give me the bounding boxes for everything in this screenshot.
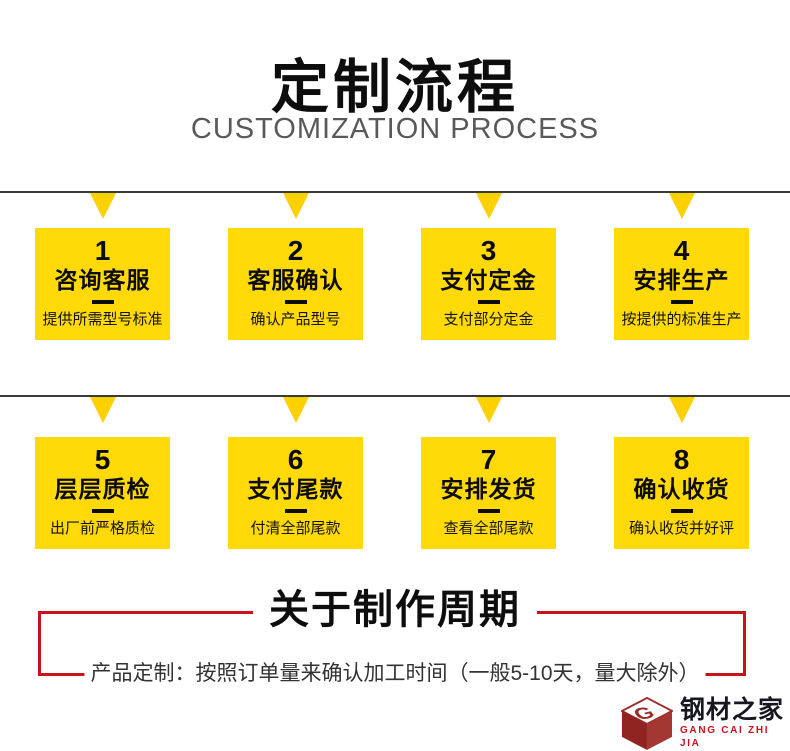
step-title: 支付定金	[440, 267, 537, 293]
step-box-7: 7 安排发货 查看全部尾款	[421, 437, 556, 549]
step-title: 安排发货	[440, 476, 537, 502]
step-box-4: 4 安排生产 按提供的标准生产	[614, 228, 749, 340]
arrow-down-icon	[476, 193, 502, 219]
arrow-down-icon	[669, 193, 695, 219]
step-desc: 提供所需型号标准	[42, 311, 163, 328]
divider-line-row1	[0, 191, 790, 193]
step-title: 安排生产	[633, 267, 730, 293]
step-box-3: 3 支付定金 支付部分定金	[421, 228, 556, 340]
brand-name-pinyin: GANG CAI ZHI JIA	[679, 724, 770, 749]
step-number: 6	[287, 444, 304, 475]
step-number: 5	[94, 444, 111, 475]
brand-logo-text: 钢材之家 GANG CAI ZHI JIA	[679, 695, 790, 750]
step-number: 8	[673, 444, 690, 475]
step-desc: 出厂前严格质检	[49, 520, 155, 537]
arrow-down-icon	[476, 397, 502, 423]
step-title: 支付尾款	[247, 476, 344, 502]
page-subtitle: CUSTOMIZATION PROCESS	[190, 113, 600, 145]
step-number: 4	[673, 235, 690, 266]
step-box-5: 5 层层质检 出厂前严格质检	[35, 437, 170, 549]
step-number: 7	[480, 444, 497, 475]
step-divider	[284, 300, 307, 304]
step-desc: 确认产品型号	[250, 311, 341, 328]
step-desc: 付清全部尾款	[250, 520, 341, 537]
cycle-title: 关于制作周期	[253, 584, 537, 636]
step-number: 3	[480, 235, 497, 266]
divider-line-row2	[0, 395, 790, 397]
step-title: 确认收货	[633, 476, 730, 502]
arrow-down-icon	[283, 193, 309, 219]
step-box-1: 1 咨询客服 提供所需型号标准	[35, 228, 170, 340]
page-title: 定制流程	[270, 55, 519, 120]
step-number: 1	[94, 235, 111, 266]
step-title: 层层质检	[54, 476, 151, 502]
step-desc: 确认收货并好评	[628, 520, 734, 537]
step-divider	[670, 509, 693, 513]
step-number: 2	[287, 235, 304, 266]
step-desc: 按提供的标准生产	[621, 311, 742, 328]
step-divider	[91, 300, 114, 304]
step-box-2: 2 客服确认 确认产品型号	[228, 228, 363, 340]
cycle-note: 产品定制：按照订单量来确认加工时间（一般5-10天，量大除外）	[84, 659, 706, 689]
step-title: 客服确认	[247, 267, 344, 293]
step-desc: 支付部分定金	[443, 311, 534, 328]
step-divider	[91, 509, 114, 513]
step-divider	[284, 509, 307, 513]
step-box-8: 8 确认收货 确认收货并好评	[614, 437, 749, 549]
cube-logo-icon: G	[621, 696, 673, 750]
arrow-down-icon	[283, 397, 309, 423]
step-divider	[670, 300, 693, 304]
step-desc: 查看全部尾款	[443, 520, 534, 537]
arrow-down-icon	[669, 397, 695, 423]
arrow-down-icon	[90, 193, 116, 219]
brand-name: 钢材之家	[679, 695, 784, 724]
step-divider	[477, 300, 500, 304]
brand-logo: G 钢材之家 GANG CAI ZHI JIA	[621, 695, 790, 751]
step-title: 咨询客服	[54, 267, 151, 293]
step-box-6: 6 支付尾款 付清全部尾款	[228, 437, 363, 549]
arrow-down-icon	[90, 397, 116, 423]
step-divider	[477, 509, 500, 513]
